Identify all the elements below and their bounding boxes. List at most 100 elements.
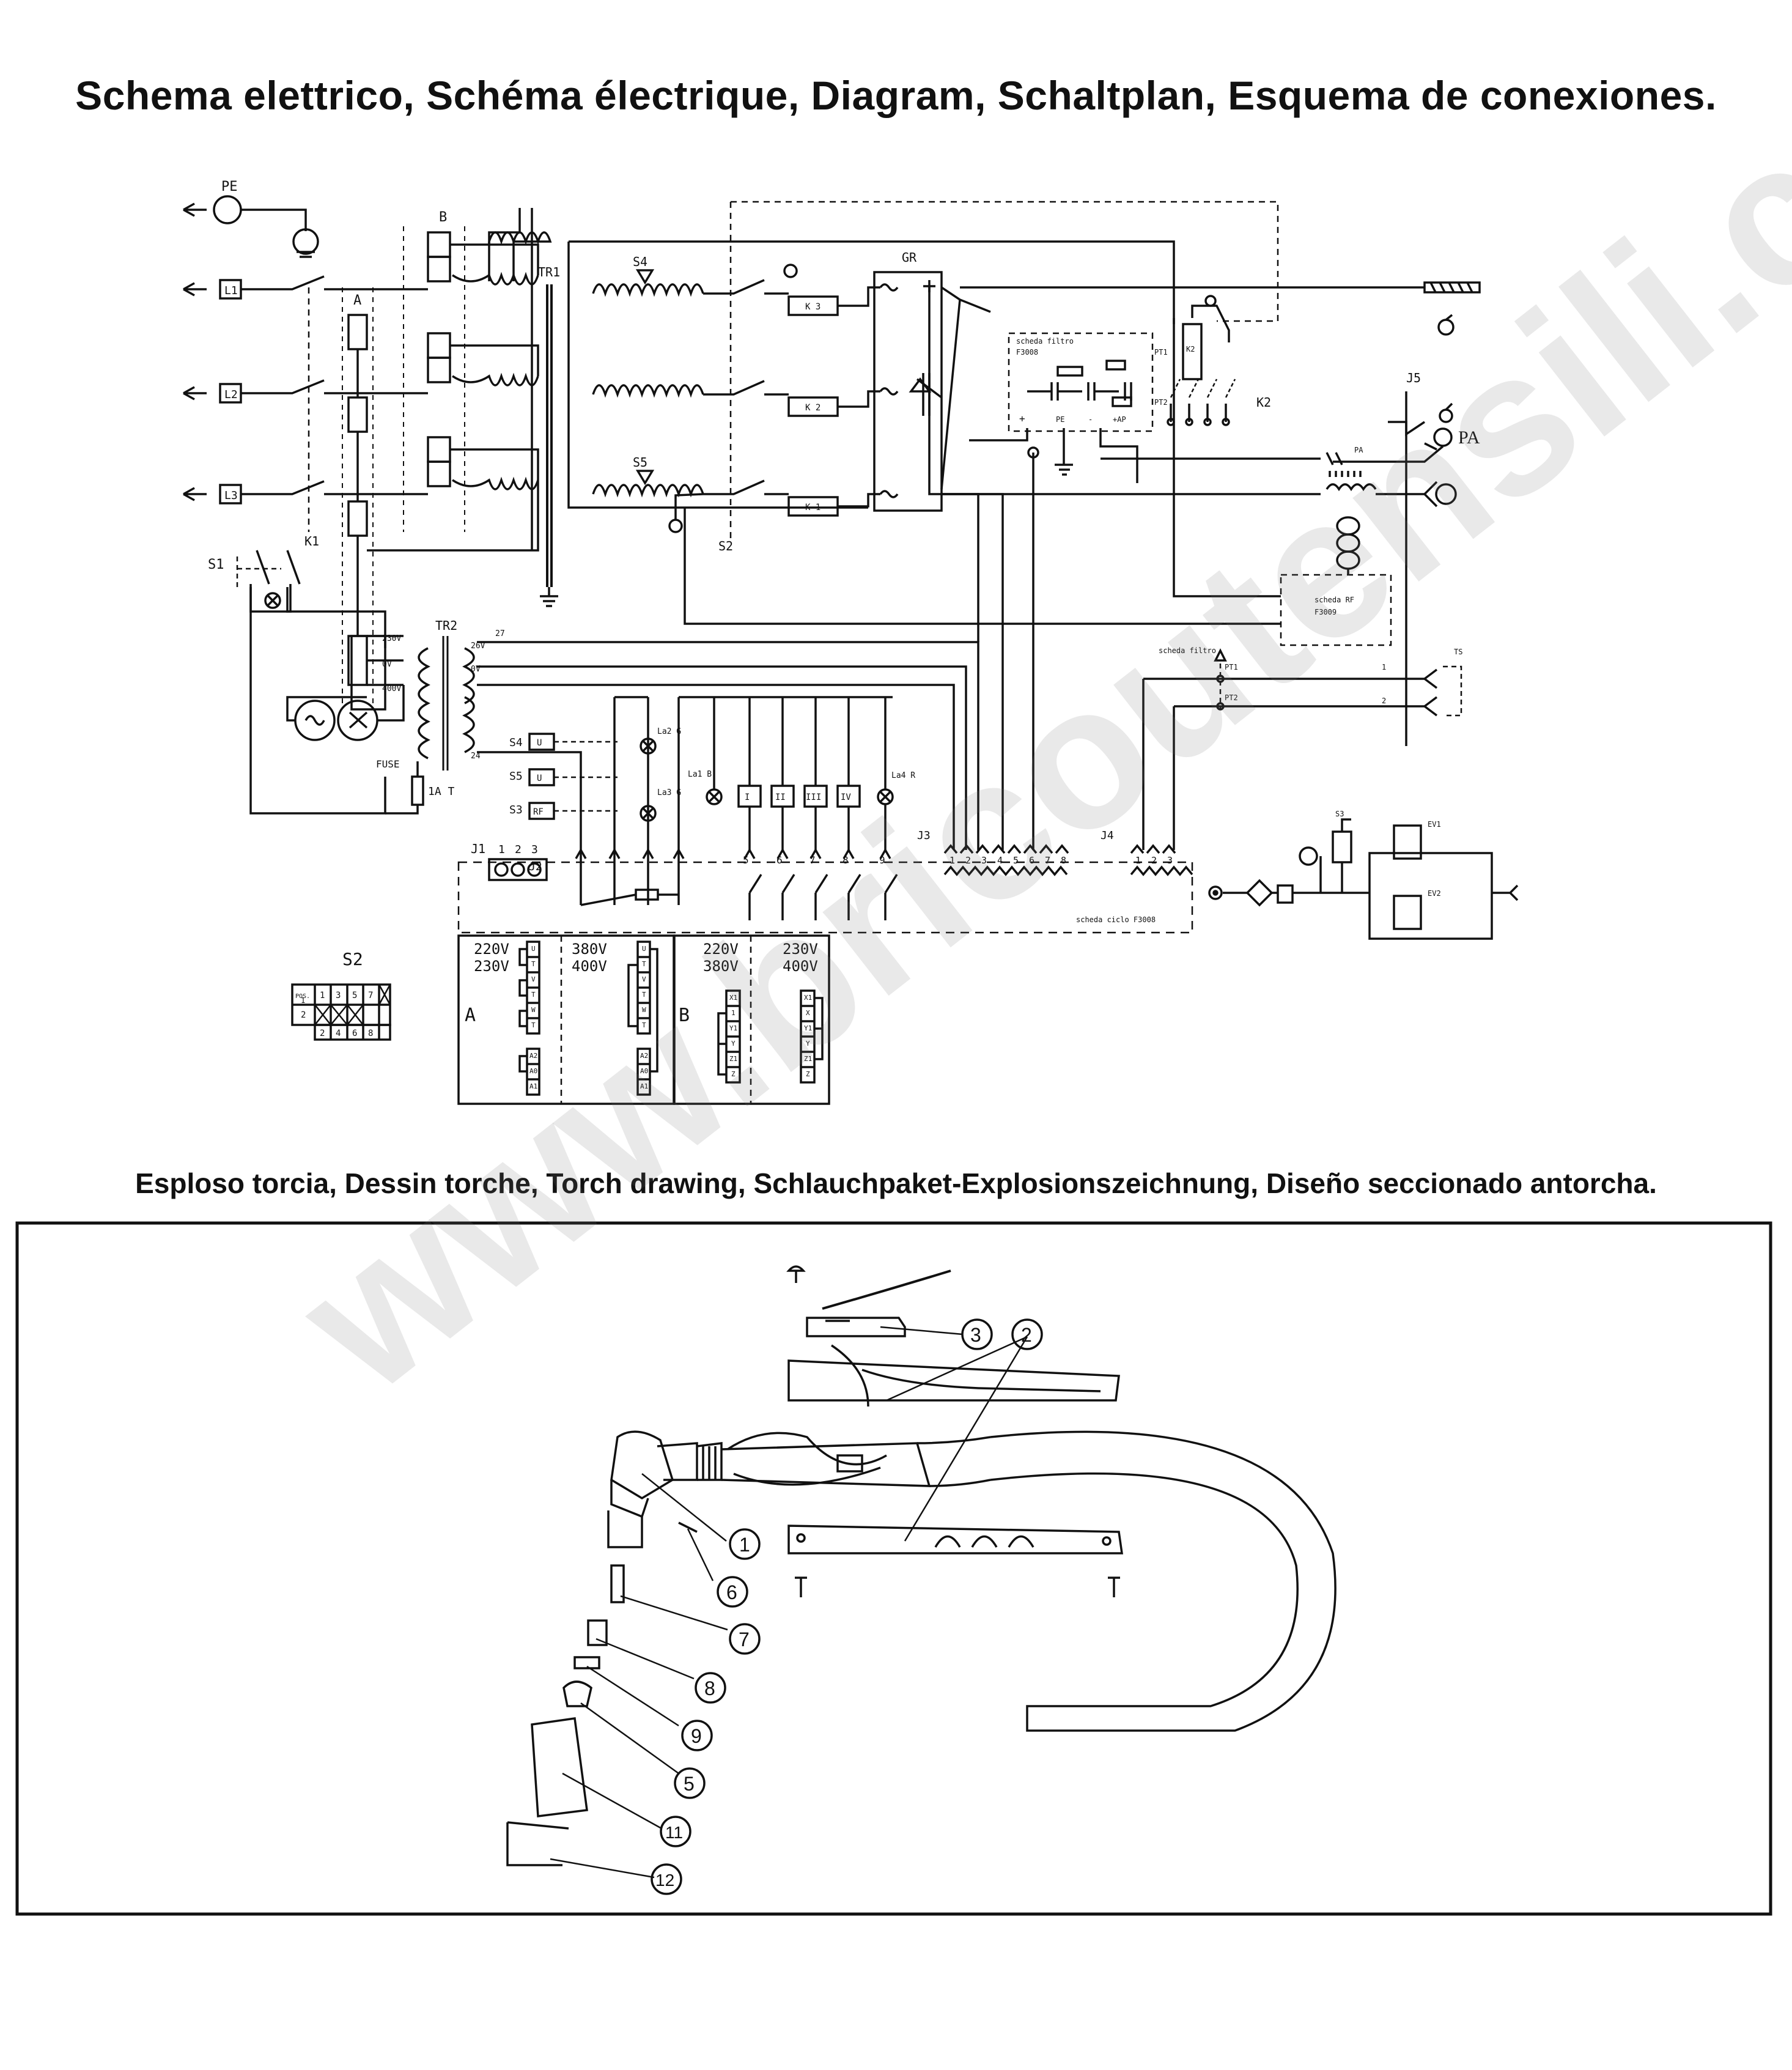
svg-text:K 3: K 3	[805, 302, 820, 312]
tr1-label: TR1	[538, 265, 560, 279]
svg-text:RF: RF	[533, 807, 544, 817]
svg-text:W: W	[642, 1006, 646, 1014]
svg-text:X1: X1	[729, 994, 737, 1002]
svg-text:6: 6	[1029, 855, 1034, 866]
svg-text:Z: Z	[731, 1070, 736, 1078]
svg-text:1: 1	[1382, 663, 1386, 671]
svg-text:EV2: EV2	[1428, 889, 1441, 898]
fan-motor: FUSE 1A T	[286, 685, 455, 815]
svg-text:6: 6	[776, 854, 783, 866]
svg-text:T: T	[531, 991, 536, 999]
svg-text:12: 12	[655, 1871, 674, 1890]
svg-text:EV1: EV1	[1428, 820, 1441, 829]
svg-text:+: +	[1019, 413, 1025, 424]
svg-text:PT1: PT1	[1154, 348, 1168, 357]
svg-text:Y1: Y1	[729, 1024, 737, 1032]
svg-text:S3: S3	[509, 804, 523, 816]
svg-text:TS: TS	[1454, 648, 1462, 656]
fuse-label: FUSE	[376, 758, 400, 770]
svg-text:9: 9	[879, 854, 885, 866]
output-section: PA J5 PA scheda RF F3009 scheda filtro P…	[684, 349, 1480, 850]
pe-label: PE	[221, 179, 238, 194]
svg-text:2: 2	[301, 1010, 306, 1020]
svg-text:K2: K2	[1256, 395, 1271, 410]
a-left-terms: U T V T W T A2 A0 A1	[529, 945, 537, 1090]
svg-text:T: T	[642, 1021, 646, 1029]
mains-input: PE L1 L2 L3 K1	[183, 179, 391, 549]
callout-7: 7	[729, 1623, 761, 1655]
callout-2: 2	[1011, 1318, 1043, 1350]
svg-text:8: 8	[368, 1029, 373, 1038]
svg-text:T: T	[642, 991, 646, 999]
svg-text:I: I	[745, 793, 750, 802]
s1-switch: S1	[208, 550, 386, 815]
svg-text:2: 2	[320, 1029, 325, 1038]
svg-text:-: -	[1088, 415, 1093, 424]
svg-text:5: 5	[1013, 855, 1019, 866]
svg-text:F3009: F3009	[1315, 608, 1337, 616]
l3-label: L3	[224, 489, 238, 502]
svg-text:0V: 0V	[382, 660, 392, 669]
svg-text:PT1: PT1	[1225, 663, 1238, 671]
svg-text:Z1: Z1	[729, 1055, 737, 1063]
svg-text:IV: IV	[841, 793, 851, 802]
connector-row: J1 1 2 3 J2 J3 J4 5 6 7 8 9 1 2 3 4 5 6 …	[457, 829, 1193, 934]
svg-text:scheda RF: scheda RF	[1315, 596, 1354, 604]
svg-text:400V: 400V	[783, 958, 818, 975]
svg-text:PT2: PT2	[1154, 398, 1168, 407]
svg-text:8: 8	[704, 1677, 715, 1699]
svg-text:230V: 230V	[783, 941, 818, 958]
torch-drawing: 3 2 1 6 7 8 9 5 11 12	[15, 1221, 1772, 1916]
secondary-section: S4 S5 S2 K 3 K 2 K 1 GR	[567, 201, 1481, 850]
svg-text:A1: A1	[640, 1082, 648, 1090]
svg-text:2: 2	[1151, 855, 1157, 866]
svg-text:8: 8	[1061, 855, 1066, 866]
svg-text:La2 G: La2 G	[657, 727, 681, 736]
wiring-table-b: 220V 380V 230V 400V B X1 1 Y1 Y Z1 Z X1 …	[673, 934, 830, 1105]
svg-text:3: 3	[981, 855, 987, 866]
callout-9: 9	[681, 1720, 713, 1751]
svg-text:2: 2	[1382, 697, 1386, 705]
svg-text:W: W	[531, 1006, 536, 1014]
svg-text:3: 3	[336, 991, 341, 1000]
callout-5: 5	[674, 1767, 706, 1799]
svg-text:5: 5	[352, 991, 357, 1000]
svg-text:J5: J5	[1406, 371, 1421, 385]
svg-text:A0: A0	[640, 1067, 648, 1075]
svg-text:3: 3	[970, 1324, 981, 1346]
svg-text:La3 G: La3 G	[657, 788, 681, 797]
callout-3: 3	[961, 1318, 993, 1350]
svg-text:U: U	[537, 774, 542, 783]
torch-title: Esploso torcia, Dessin torche, Torch dra…	[135, 1167, 1657, 1199]
svg-text:Y1: Y1	[804, 1024, 812, 1032]
svg-text:J1: J1	[471, 841, 485, 856]
callout-12: 12	[651, 1863, 682, 1895]
svg-text:PE: PE	[1056, 415, 1064, 424]
svg-text:7: 7	[1045, 855, 1050, 866]
svg-text:PA: PA	[1458, 427, 1480, 448]
svg-text:A0: A0	[529, 1067, 537, 1075]
svg-text:PT2: PT2	[1225, 693, 1238, 702]
svg-text:230V: 230V	[382, 634, 401, 643]
svg-text:X1: X1	[804, 994, 812, 1002]
j3-pins: 1 2 3 4 5 6 7 8	[943, 844, 1069, 876]
svg-text:X: X	[806, 1009, 810, 1017]
k1-label: K1	[304, 534, 319, 549]
a-right-terms: U T V T W T A2 A0 A1	[640, 945, 648, 1090]
svg-text:S2: S2	[718, 539, 733, 553]
svg-text:Y: Y	[731, 1040, 736, 1048]
svg-text:Z1: Z1	[804, 1055, 812, 1063]
svg-text:S2: S2	[342, 949, 363, 969]
svg-text:24: 24	[471, 752, 481, 761]
scheda-ciclo-label: scheda ciclo F3008	[1076, 915, 1156, 924]
svg-text:II: II	[775, 793, 786, 802]
svg-text:U: U	[531, 945, 536, 953]
schematic-title: Schema elettrico, Schéma électrique, Dia…	[75, 73, 1717, 118]
svg-text:5: 5	[684, 1773, 695, 1795]
callout-11: 11	[660, 1816, 691, 1847]
svg-text:+AP: +AP	[1113, 415, 1126, 424]
svg-text:U: U	[642, 945, 646, 953]
svg-text:GR: GR	[902, 250, 917, 265]
svg-text:scheda filtro: scheda filtro	[1159, 646, 1216, 655]
